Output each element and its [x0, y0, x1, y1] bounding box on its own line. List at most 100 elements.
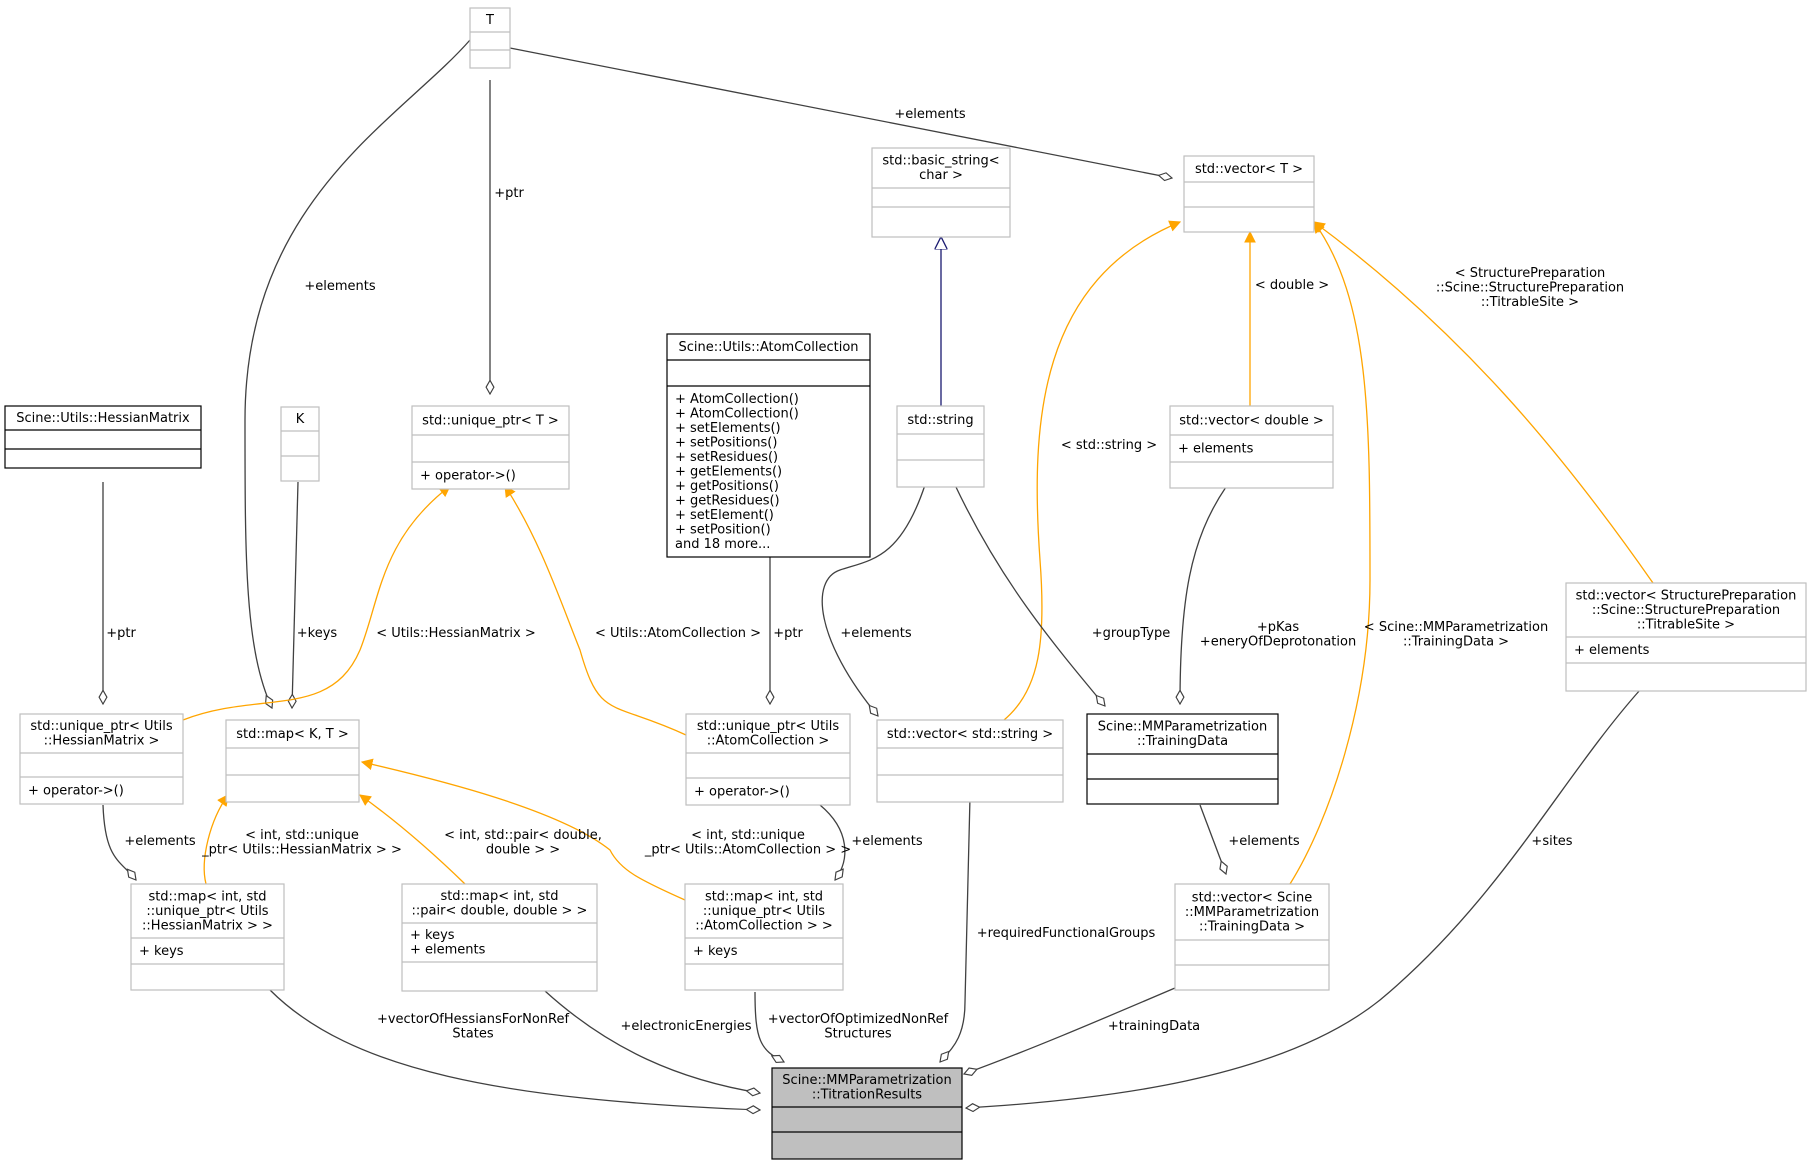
class-method-line-0: + AtomCollection()	[675, 392, 799, 407]
edge-vector-training-to-vector-t	[1289, 221, 1371, 885]
edge-vector-double-to-training-data	[1180, 486, 1227, 704]
edge-label-line: +pKas	[1257, 620, 1299, 635]
class-node-std-string[interactable]: std::string	[896, 405, 985, 488]
class-node-map-hessian[interactable]: std::map< int, std::unique_ptr< Utils::H…	[130, 883, 285, 991]
edge-t-to-vector-t	[509, 47, 1172, 178]
edge-vector-string-to-titration	[940, 796, 971, 1062]
edge-label-line: < Scine::MMParametrization	[1364, 620, 1548, 635]
class-method-line-6: + getPositions()	[675, 479, 779, 494]
edge-label-line: +elements	[894, 107, 965, 122]
class-node-unique-ptr-T[interactable]: std::unique_ptr< T >+ operator->()	[411, 405, 570, 490]
edge-label-line: ::TitrableSite >	[1481, 295, 1579, 310]
class-title-line-0: std::unique_ptr< Utils	[30, 719, 173, 734]
class-node-map-atom[interactable]: std::map< int, std::unique_ptr< Utils::A…	[684, 883, 844, 991]
class-node-map-pair[interactable]: std::map< int, std::pair< double, double…	[401, 883, 598, 992]
edge-label-atom-uptr-tmpl: < Utils::AtomCollection >	[595, 626, 761, 641]
edge-unique-ptr-atom-to-map-atom	[819, 804, 846, 880]
class-box	[4, 405, 202, 469]
class-node-vector-titrable[interactable]: std::vector< StructurePreparation::Scine…	[1565, 582, 1807, 692]
class-box	[225, 719, 360, 803]
class-node-map-KT[interactable]: std::map< K, T >	[225, 719, 360, 803]
edge-label-map-hessian-tmpl: < int, std::unique_ptr< Utils::HessianMa…	[201, 828, 402, 858]
edge-label-training-elements: +elements	[1228, 834, 1299, 849]
edge-label-line: < Utils::AtomCollection >	[595, 626, 761, 641]
edge-label-line: +ptr	[494, 186, 524, 201]
edge-label-line: +elements	[851, 834, 922, 849]
class-box	[896, 405, 985, 488]
edge-label-line: < int, std::unique	[691, 828, 805, 843]
edge-training-data-to-vector-training	[1199, 804, 1226, 874]
edge-label-line: < double >	[1255, 278, 1329, 293]
edge-label-line: Structures	[824, 1027, 891, 1042]
edge-label-atom-ptr: +ptr	[773, 626, 803, 641]
class-method-line-2: + setElements()	[675, 421, 781, 436]
class-node-unique-ptr-hessian[interactable]: std::unique_ptr< Utils::HessianMatrix >+…	[19, 713, 184, 805]
edge-label-line: +sites	[1531, 834, 1572, 849]
class-node-vector-double[interactable]: std::vector< double >+ elements	[1169, 405, 1334, 489]
class-node-hessian-matrix[interactable]: Scine::Utils::HessianMatrix	[4, 405, 202, 469]
class-title-line-0: std::map< K, T >	[236, 727, 349, 742]
edge-label-line: +vectorOfOptimizedNonRef	[768, 1012, 949, 1027]
class-attribute-line-1: + elements	[410, 943, 486, 958]
class-box	[411, 405, 570, 490]
edge-label-pkas: +pKas+eneryOfDeprotonation	[1200, 620, 1356, 650]
edge-vector-titrable-to-vector-t	[1313, 221, 1654, 584]
class-node-K[interactable]: K	[280, 406, 320, 482]
class-method-line-10: and 18 more...	[675, 537, 770, 552]
class-node-atom-collection[interactable]: Scine::Utils::AtomCollection+ AtomCollec…	[666, 333, 871, 558]
edge-label-map-pair-tmpl: < int, std::pair< double,double > >	[444, 828, 602, 858]
edge-t-to-map-kt	[244, 39, 471, 708]
class-title-line-2: ::HessianMatrix > >	[142, 918, 273, 933]
edge-unique-ptr-atom-to-unique-ptr-t	[504, 485, 687, 736]
class-node-vector-string[interactable]: std::vector< std::string >	[876, 719, 1064, 803]
edge-label-line: ::TrainingData >	[1403, 635, 1509, 650]
class-box	[401, 883, 598, 992]
class-attribute-line-0: + keys	[139, 944, 184, 959]
class-box	[684, 883, 844, 991]
class-title-line-0: std::map< int, std	[440, 889, 558, 904]
edge-label-map-atom-tmpl: < int, std::unique_ptr< Utils::AtomColle…	[644, 828, 851, 858]
class-node-unique-ptr-atom[interactable]: std::unique_ptr< Utils::AtomCollection >…	[685, 713, 851, 806]
edge-vector-string-to-vector-t	[1003, 220, 1182, 721]
edge-label-map-hessian-elements: +elements	[124, 834, 195, 849]
class-title-line-1: char >	[919, 168, 963, 183]
edge-label-line: +elements	[1228, 834, 1299, 849]
class-box	[1174, 883, 1330, 991]
edge-vector-training-to-titration	[964, 987, 1176, 1074]
class-box	[280, 406, 320, 482]
class-attribute-line-0: + keys	[693, 944, 738, 959]
edges-layer	[103, 39, 1654, 1110]
class-box	[19, 713, 184, 805]
class-title-line-2: ::TrainingData >	[1199, 919, 1305, 934]
edge-labels-layer: +elements+ptr+elements< double >< Struct…	[106, 107, 1624, 1042]
class-node-basic-string[interactable]: std::basic_string<char >	[871, 147, 1011, 238]
class-title-line-1: ::AtomCollection >	[707, 734, 829, 749]
class-node-vector-training[interactable]: std::vector< Scine::MMParametrization::T…	[1174, 883, 1330, 991]
class-title-line-1: ::unique_ptr< Utils	[146, 904, 268, 919]
class-node-titration-results[interactable]: Scine::MMParametrization::TitrationResul…	[771, 1067, 963, 1160]
edge-std-string-to-vector-string	[821, 484, 926, 716]
class-title-line-0: K	[296, 412, 305, 427]
class-node-training-data[interactable]: Scine::MMParametrization::TrainingData	[1086, 713, 1279, 805]
class-box	[685, 713, 851, 806]
class-box	[469, 7, 511, 69]
edge-label-line: +groupType	[1092, 626, 1171, 641]
class-node-T[interactable]: T	[469, 7, 511, 69]
class-method-line-3: + setPositions()	[675, 435, 777, 450]
edge-label-line: +trainingData	[1108, 1019, 1200, 1034]
class-title-line-0: Scine::Utils::HessianMatrix	[16, 411, 190, 426]
edge-label-line: < int, std::pair< double,	[444, 828, 602, 843]
class-title-line-1: ::TrainingData	[1137, 734, 1228, 749]
edge-map-pair-to-titration	[544, 990, 760, 1093]
class-attribute-line-0: + elements	[1178, 441, 1254, 456]
edge-map-atom-to-map-kt	[360, 758, 686, 901]
class-node-vector-T[interactable]: std::vector< T >	[1183, 155, 1315, 233]
edge-label-line: ::Scine::StructurePreparation	[1436, 281, 1624, 296]
class-box	[876, 719, 1064, 803]
edge-label-line: +electronicEnergies	[621, 1019, 752, 1034]
edge-std-string-to-training-data	[954, 484, 1105, 706]
edge-map-atom-to-titration	[754, 991, 784, 1062]
class-title-line-0: T	[485, 13, 494, 28]
